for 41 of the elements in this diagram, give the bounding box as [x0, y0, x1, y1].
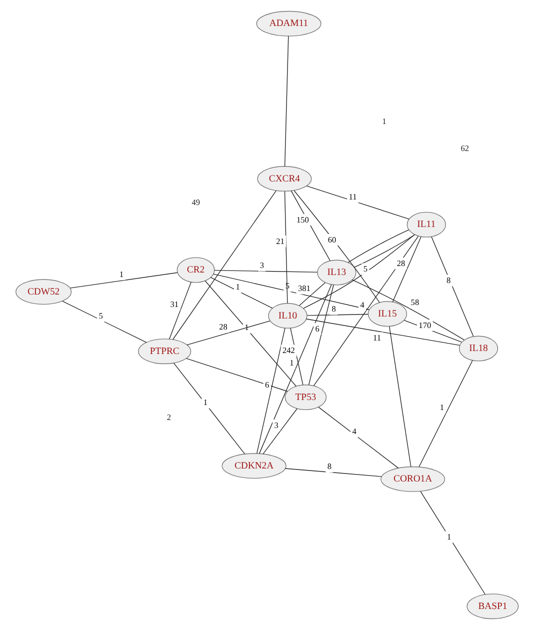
connector	[210, 277, 273, 309]
connector	[348, 230, 409, 263]
connector	[258, 284, 332, 454]
node-ellipse: IL15	[368, 301, 408, 327]
node-ellipse: CR2	[176, 257, 215, 283]
node-ellipse: PTPRC	[138, 338, 192, 364]
connector	[389, 326, 412, 468]
connector	[290, 190, 330, 261]
connector	[174, 362, 246, 454]
node-ellipse: CXCR4	[257, 166, 312, 192]
connector	[354, 234, 415, 268]
connector	[306, 314, 368, 316]
connector	[318, 406, 399, 468]
connector	[70, 272, 178, 288]
node-ellipse: CORO1A	[380, 466, 446, 492]
connector	[306, 186, 410, 220]
connector	[431, 236, 474, 337]
node-ellipse: BASP1	[466, 594, 519, 620]
node-ellipse: TP53	[284, 384, 327, 410]
connector	[256, 328, 286, 454]
connector	[62, 300, 147, 343]
connector	[284, 191, 288, 304]
connector	[298, 282, 326, 306]
connector	[392, 236, 422, 302]
connector	[290, 328, 304, 386]
connector	[284, 468, 382, 477]
node-ellipse: ADAM11	[256, 10, 322, 36]
node-ellipse: CDW52	[16, 279, 72, 305]
connector	[172, 190, 276, 340]
node-ellipse: CDKN2A	[222, 453, 286, 479]
connector	[262, 408, 298, 454]
node-ellipse: IL18	[458, 336, 498, 362]
connector	[418, 360, 473, 468]
connector	[214, 270, 318, 273]
connector	[420, 491, 486, 595]
node-ellipse: IL10	[268, 303, 308, 329]
node-ellipse: IL11	[406, 212, 446, 238]
connector	[284, 36, 289, 167]
node-ellipse: IL13	[317, 260, 356, 286]
connector	[352, 279, 465, 340]
connector	[308, 284, 334, 386]
